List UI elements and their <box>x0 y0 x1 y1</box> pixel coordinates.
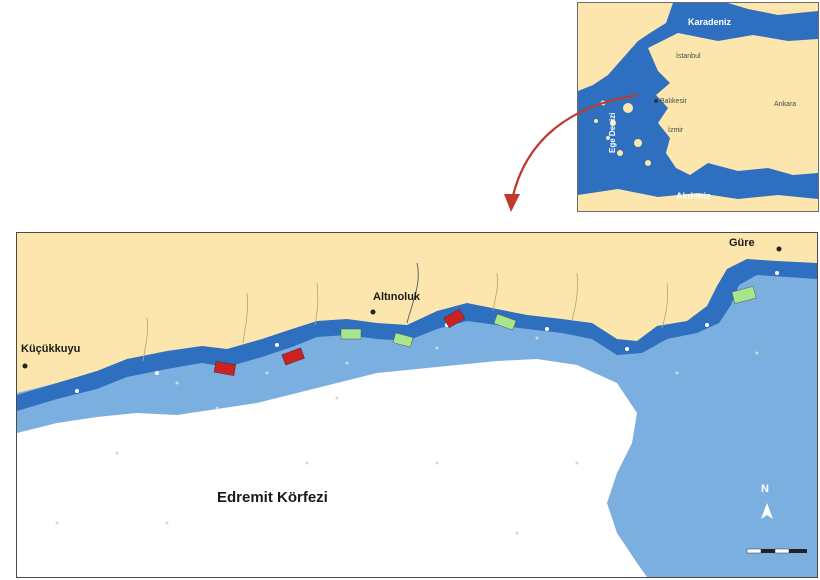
place-label-altinoluk: Altınoluk <box>373 291 421 303</box>
green-markers <box>340 286 757 348</box>
inset-locator-map: Karadeniz İstanbul Balıkesir Ankara İzmi… <box>577 2 819 212</box>
inset-label-ankara: Ankara <box>774 101 797 108</box>
north-label: N <box>761 483 769 495</box>
inset-map-graphic <box>578 3 818 211</box>
scale-bar <box>746 548 807 554</box>
location-pointer-arrow <box>504 93 639 212</box>
north-arrow-icon <box>761 503 773 519</box>
inset-label-balikesir: Balıkesir <box>660 98 687 105</box>
inset-label-akdeniz: Akdeniz <box>676 191 711 201</box>
red-markers <box>213 308 466 376</box>
main-map-graphic <box>17 233 817 577</box>
place-label-edremit-korfezi: Edremit Körfezi <box>217 489 328 506</box>
inset-label-izmir: İzmir <box>668 127 684 134</box>
place-label-kucukkuyu: Küçükkuyu <box>21 343 81 355</box>
inset-label-karadeniz: Karadeniz <box>688 17 732 27</box>
place-label-gure: Güre <box>729 237 755 249</box>
inset-label-istanbul: İstanbul <box>676 53 701 60</box>
main-coastal-map: Güre Altınoluk Küçükkuyu Edremit Körfezi… <box>16 232 818 578</box>
